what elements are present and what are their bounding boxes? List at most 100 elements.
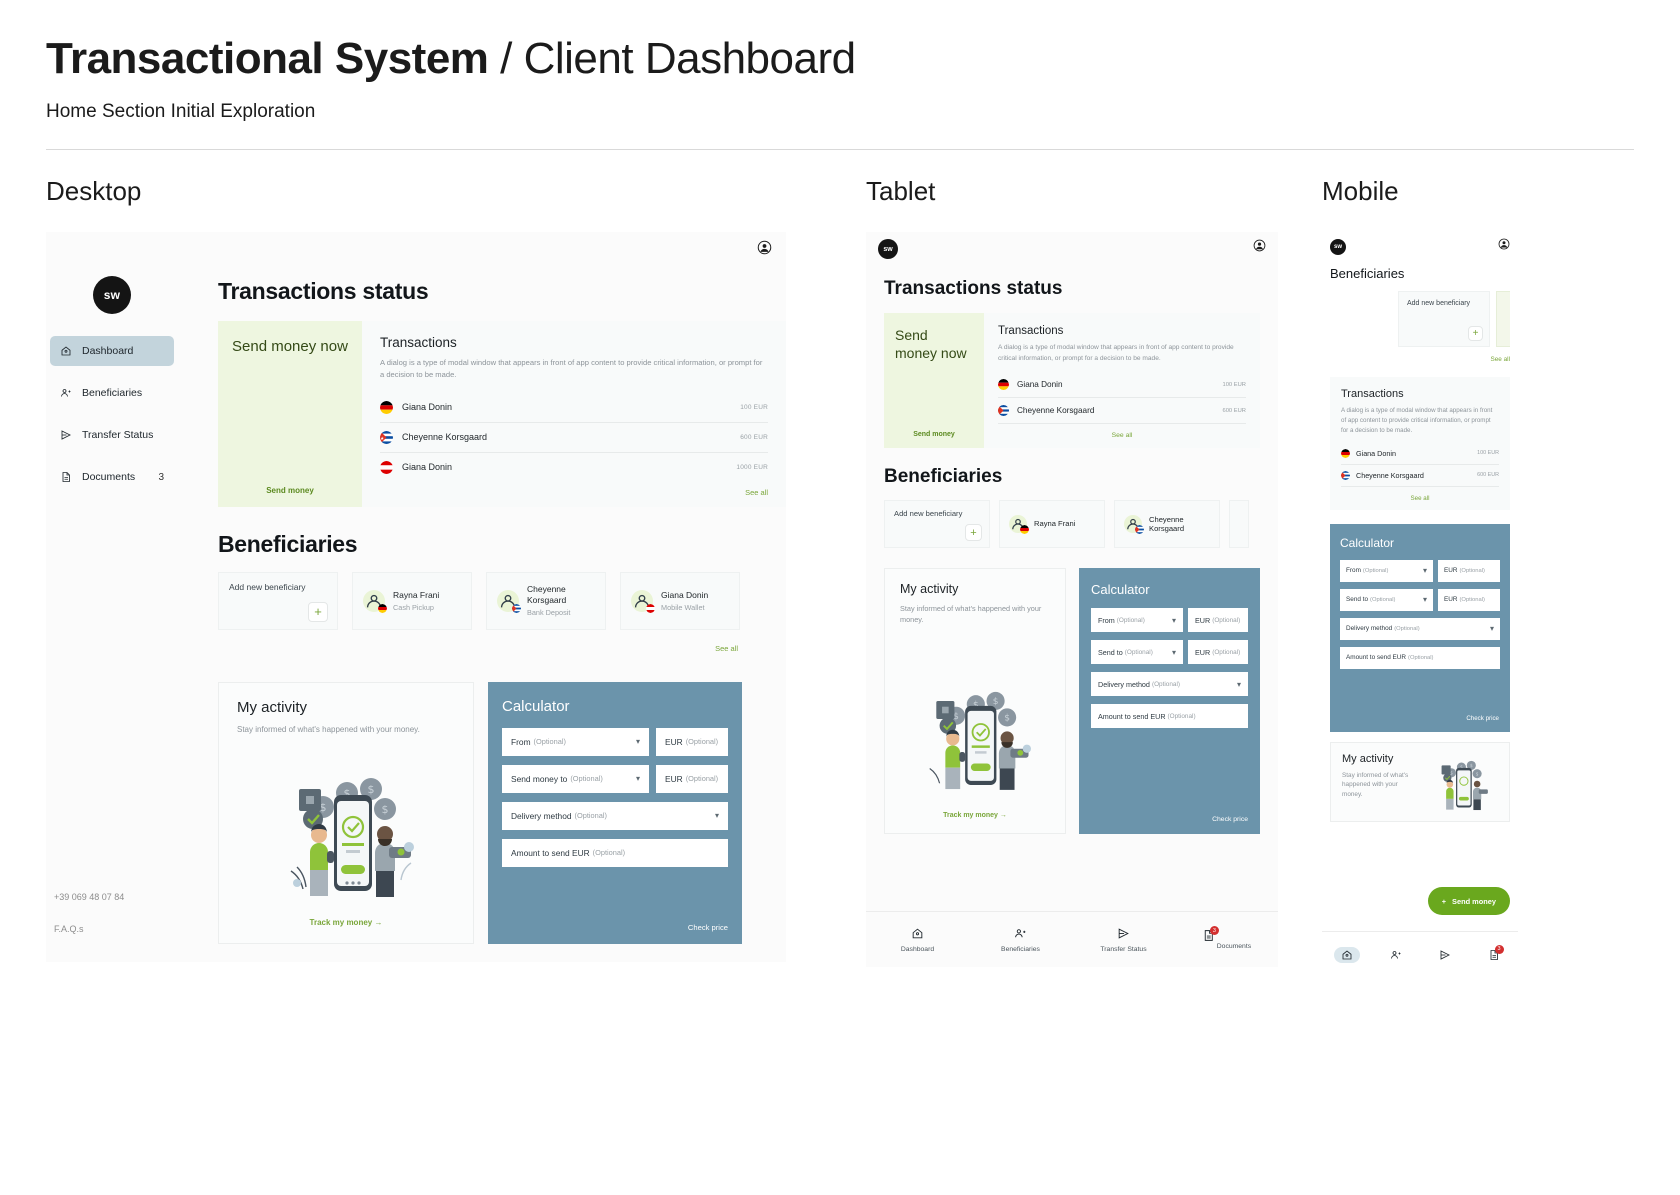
add-beneficiary-label: Add new beneficiary xyxy=(1407,300,1471,307)
plus-icon[interactable]: + xyxy=(1468,326,1483,341)
optional-label: (Optional) xyxy=(574,811,607,821)
beneficiary-card[interactable]: Giana Donin Mobile Wallet xyxy=(620,571,740,630)
sidebar-faq-link[interactable]: F.A.Q.s xyxy=(54,923,84,934)
delivery-method-select[interactable]: Delivery method (Optional) ▾ xyxy=(1091,672,1248,697)
send-money-to-select[interactable]: Send money to (Optional) ▾ xyxy=(502,764,649,793)
send-money-cta[interactable]: Send money xyxy=(913,431,955,439)
section-title-transactions-status: Transactions status xyxy=(218,278,429,304)
from-select[interactable]: From (Optional) ▾ xyxy=(1340,559,1433,582)
transaction-name: Cheyenne Korsgaard xyxy=(402,432,488,443)
from-currency-field[interactable]: EUR (Optional) xyxy=(1438,559,1500,582)
account-icon[interactable] xyxy=(1253,239,1266,252)
account-icon[interactable] xyxy=(1498,238,1510,250)
beneficiary-card-peek[interactable] xyxy=(1229,500,1249,549)
transaction-row[interactable]: Giana Donin 1000 EUR xyxy=(380,453,768,482)
track-my-money-cta[interactable]: Track my money → xyxy=(219,918,473,927)
bottom-nav-label: Documents xyxy=(1216,943,1252,950)
add-beneficiary-card[interactable]: Add new beneficiary + xyxy=(884,500,990,549)
add-beneficiary-card[interactable]: Add new beneficiary + xyxy=(218,571,338,630)
send-money-card[interactable]: Send money now Send money xyxy=(884,313,984,449)
from-select[interactable]: From (Optional) ▾ xyxy=(502,727,649,756)
send-money-cta[interactable]: Send money xyxy=(266,485,314,495)
track-my-money-cta[interactable]: Track my money → xyxy=(885,812,1065,819)
from-select[interactable]: From (Optional) ▾ xyxy=(1091,608,1183,633)
sidebar-item-documents[interactable]: Documents 3 xyxy=(50,462,174,492)
bottom-nav-item-dashboard[interactable] xyxy=(1322,946,1371,963)
check-price-button[interactable]: Check price xyxy=(687,922,728,932)
transaction-row[interactable]: Giana Donin 100 EUR xyxy=(998,372,1246,399)
transactions-see-all[interactable]: See all xyxy=(1410,494,1430,502)
chevron-down-icon: ▾ xyxy=(1422,595,1427,605)
optional-label: (Optional) xyxy=(533,737,566,747)
send-to-select[interactable]: Send to (Optional) ▾ xyxy=(1091,640,1183,665)
bottom-nav-item-documents[interactable]: 3 Documents xyxy=(1175,926,1278,950)
brand-logo[interactable]: sw xyxy=(878,239,898,259)
section-title-beneficiaries: Beneficiaries xyxy=(1330,266,1405,281)
sidebar-item-beneficiaries[interactable]: Beneficiaries xyxy=(50,378,174,408)
amount-to-send-input[interactable]: Amount to send EUR (Optional) xyxy=(1340,646,1500,669)
sidebar-item-dashboard[interactable]: Dashboard xyxy=(50,336,174,366)
beneficiaries-see-all[interactable]: See all xyxy=(1490,356,1510,363)
transaction-amount: 100 EUR xyxy=(1477,450,1499,457)
transaction-row[interactable]: Giana Donin 100 EUR xyxy=(1341,443,1499,465)
avatar xyxy=(363,589,387,613)
tablet-frame: sw Transactions status Send money now Se… xyxy=(866,232,1278,967)
bottom-nav-item-beneficiaries[interactable] xyxy=(1371,949,1420,961)
account-icon[interactable] xyxy=(757,240,772,255)
transactions-title: Transactions xyxy=(998,325,1064,337)
bottom-nav-item-transfer-status[interactable] xyxy=(1420,949,1469,961)
brand-logo[interactable]: sw xyxy=(93,276,131,314)
delivery-method-select[interactable]: Delivery method (Optional) ▾ xyxy=(1340,617,1500,640)
from-currency-field[interactable]: EUR (Optional) xyxy=(1188,608,1248,633)
amount-to-send-input[interactable]: Amount to send EUR (Optional) xyxy=(502,838,728,867)
delivery-method-label: Delivery method xyxy=(1346,625,1393,633)
beneficiary-card[interactable]: Cheyenne Korsgaard Bank Deposit xyxy=(486,571,606,630)
from-currency-field[interactable]: EUR (Optional) xyxy=(656,727,728,756)
plus-icon[interactable]: + xyxy=(965,524,982,542)
documents-badge: 3 xyxy=(1209,926,1219,935)
send-money-fab[interactable]: + Send money xyxy=(1427,887,1510,915)
beneficiaries-see-all[interactable]: See all xyxy=(715,643,738,653)
brand-logo[interactable]: sw xyxy=(1330,239,1346,255)
transaction-row[interactable]: Cheyenne Korsgaard 600 EUR xyxy=(1341,465,1499,487)
bottom-nav-item-transfer-status[interactable]: Transfer Status xyxy=(1072,927,1175,953)
beneficiary-method: Bank Deposit xyxy=(527,608,571,618)
transactions-title: Transactions xyxy=(380,335,457,350)
transaction-row[interactable]: Cheyenne Korsgaard 600 EUR xyxy=(380,423,768,453)
sidebar-item-label: Dashboard xyxy=(82,345,134,357)
bottom-nav-item-dashboard[interactable]: Dashboard xyxy=(866,927,969,953)
to-currency-field[interactable]: EUR (Optional) xyxy=(1438,588,1500,611)
to-currency-field[interactable]: EUR (Optional) xyxy=(1188,640,1248,665)
to-currency-field[interactable]: EUR (Optional) xyxy=(656,764,728,793)
home-icon xyxy=(1342,949,1351,959)
beneficiary-card[interactable]: Rayna Frani Cash Pickup xyxy=(352,571,472,630)
transactions-see-all[interactable]: See all xyxy=(1111,432,1133,440)
plus-icon[interactable]: + xyxy=(308,601,328,622)
my-activity-card: My activity Stay informed of what's happ… xyxy=(218,681,474,944)
sidebar-phone[interactable]: +39 069 48 07 84 xyxy=(54,891,125,902)
beneficiary-card[interactable]: Cheyenne Korsgaard xyxy=(1114,500,1220,549)
transactions-see-all[interactable]: See all xyxy=(745,487,768,497)
amount-to-send-input[interactable]: Amount to send EUR (Optional) xyxy=(1091,704,1248,729)
transactions-card: Transactions A dialog is a type of modal… xyxy=(1330,377,1510,510)
bottom-nav-item-documents[interactable]: 3 xyxy=(1469,944,1518,961)
tablet-main: Transactions status Send money now Send … xyxy=(866,264,1278,835)
check-price-button[interactable]: Check price xyxy=(1212,816,1248,824)
send-to-select[interactable]: Send to (Optional) ▾ xyxy=(1340,588,1433,611)
delivery-method-select[interactable]: Delivery method (Optional) ▾ xyxy=(502,801,728,830)
send-money-card[interactable]: Send money now Send money xyxy=(218,321,362,507)
transaction-row[interactable]: Giana Donin 100 EUR xyxy=(380,393,768,423)
sidebar-item-transfer-status[interactable]: Transfer Status xyxy=(50,420,174,450)
track-my-money-label: Track my money xyxy=(309,917,373,927)
my-activity-title: My activity xyxy=(900,582,959,597)
bottom-nav-item-beneficiaries[interactable]: Beneficiaries xyxy=(969,927,1072,953)
beneficiary-card[interactable]: Rayna Frani xyxy=(999,500,1105,549)
check-price-button[interactable]: Check price xyxy=(1466,714,1499,722)
my-activity-description: Stay informed of what's happened with yo… xyxy=(1342,771,1409,798)
beneficiary-card-peek[interactable] xyxy=(1496,291,1510,347)
add-beneficiary-card[interactable]: Add new beneficiary + xyxy=(1398,291,1490,347)
transaction-row[interactable]: Cheyenne Korsgaard 600 EUR xyxy=(998,398,1246,425)
currency-label: EUR xyxy=(665,736,683,747)
beneficiary-method: Cash Pickup xyxy=(393,602,434,612)
transactions-description: A dialog is a type of modal window that … xyxy=(1341,407,1493,435)
